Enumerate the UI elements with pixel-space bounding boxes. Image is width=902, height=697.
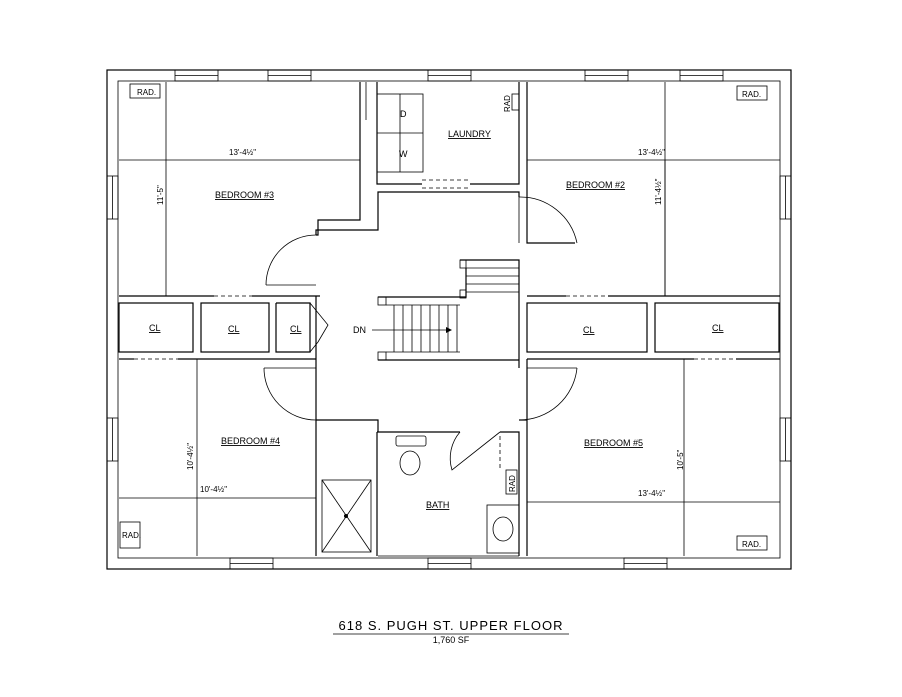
room-label-bedroom-3: BEDROOM #3 [215,190,274,200]
dimension-label: 11'-4½" [654,178,663,205]
radiators [119,83,768,551]
room-label-bedroom-2: BEDROOM #2 [566,180,625,190]
room-label-laundry: LAUNDRY [448,129,491,139]
radiator-label: RAD [508,475,517,492]
dimension-label: 10'-4½" [200,485,227,494]
radiator-label: RAD. [742,540,761,549]
dimension-label: 13'-4½" [638,148,665,157]
stair-label: DN [353,325,366,335]
closet-label: CL [583,325,595,335]
radiator-label: RAD. [137,88,156,97]
room-label-bedroom-4: BEDROOM #4 [221,436,280,446]
door-swings [263,196,578,471]
room-label-bath: BATH [426,500,449,510]
plan-title: 618 S. PUGH ST. UPPER FLOOR [339,618,564,633]
radiator-label: RAD [503,95,512,112]
dimension-lines [119,82,780,556]
closet-label: CL [149,323,161,333]
exterior-walls [106,69,792,570]
dimension-label: 13'-4½" [229,148,256,157]
bath-fixtures [321,435,520,554]
stair-arrow [372,327,452,333]
radiator-label: RAD. [122,531,141,540]
dryer-label: D [400,109,407,119]
door-openings [134,179,736,470]
dimension-label: 13'-4½" [638,489,665,498]
closet-label: CL [712,323,724,333]
plan-area: 1,760 SF [433,635,470,645]
closet-label: CL [228,324,240,334]
windows [106,69,792,570]
dimension-label: 10'-4½" [186,443,195,470]
dimension-label: 10'-5" [676,449,685,470]
stair-treads [386,267,519,353]
room-label-bedroom-5: BEDROOM #5 [584,438,643,448]
dimension-label: 11'-5" [156,185,165,205]
radiator-label: RAD. [742,90,761,99]
washer-label: W [399,149,408,159]
closet-label: CL [290,324,302,334]
